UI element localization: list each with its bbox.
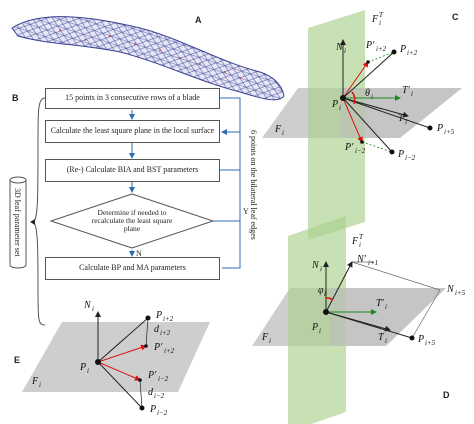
svg-text:i−2: i−2 — [157, 409, 168, 417]
flow-step-1: 15 points in 3 consecutive rows of a bla… — [45, 88, 220, 109]
panel-c-letter: C — [452, 12, 459, 22]
svg-text:P: P — [331, 99, 338, 110]
svg-text:P′: P′ — [344, 142, 354, 153]
svg-text:i−2: i−2 — [154, 392, 165, 400]
svg-text:i: i — [320, 265, 322, 273]
svg-text:i+2: i+2 — [160, 329, 171, 337]
svg-text:i: i — [324, 290, 326, 298]
svg-text:T′: T′ — [402, 85, 411, 96]
svg-text:i−2: i−2 — [158, 375, 169, 383]
svg-text:P′: P′ — [153, 342, 163, 353]
svg-text:d: d — [154, 324, 160, 335]
svg-text:F: F — [261, 332, 269, 343]
svg-text:F: F — [351, 236, 359, 247]
svg-text:i: i — [359, 241, 361, 249]
svg-text:T′: T′ — [376, 298, 385, 309]
svg-text:i+2: i+2 — [407, 49, 418, 57]
svg-text:T: T — [359, 233, 364, 241]
panel-b-letter: B — [12, 93, 19, 103]
svg-text:N: N — [446, 284, 455, 295]
c-Ni: N — [335, 42, 344, 53]
svg-text:P: P — [436, 123, 443, 134]
leaf-outline — [11, 16, 285, 101]
svg-text:i: i — [371, 93, 373, 101]
svg-text:F: F — [31, 376, 39, 387]
svg-text:i+1: i+1 — [368, 259, 378, 267]
decision-diamond — [49, 193, 215, 249]
svg-text:T: T — [379, 11, 384, 19]
panel-d-letter: D — [443, 390, 450, 400]
svg-text:P′: P′ — [147, 370, 157, 381]
leaf-parameter-cylinder — [9, 176, 27, 269]
svg-text:i: i — [282, 129, 284, 137]
svg-text:i+2: i+2 — [164, 347, 175, 355]
flow-side-right — [220, 97, 241, 269]
transverse-plane-c — [308, 10, 365, 240]
flow-decision-text: Determine if needed to recalculate the l… — [91, 208, 173, 233]
svg-text:P: P — [417, 334, 424, 345]
svg-text:i: i — [385, 337, 387, 345]
c-FiT: F — [371, 14, 379, 25]
svg-text:i−2: i−2 — [355, 147, 366, 155]
panel-e-letter: E — [14, 355, 21, 365]
svg-text:i: i — [269, 337, 271, 345]
svg-text:P: P — [79, 362, 86, 373]
svg-text:N′: N′ — [356, 254, 367, 265]
svg-text:i+5: i+5 — [425, 339, 436, 347]
svg-text:P: P — [311, 322, 318, 333]
flow-step-3: (Re-) Calculate BIA and BST parameters — [45, 159, 220, 182]
svg-text:φ: φ — [318, 285, 324, 296]
svg-text:θ: θ — [365, 88, 370, 99]
svg-text:d: d — [148, 387, 154, 398]
svg-text:i: i — [411, 90, 413, 98]
svg-text:P: P — [155, 310, 162, 321]
tangent-plane-c-front — [340, 88, 462, 138]
svg-text:P: P — [399, 44, 406, 55]
svg-text:i: i — [339, 104, 341, 112]
svg-text:i: i — [344, 47, 346, 55]
svg-text:N: N — [311, 260, 320, 271]
svg-text:P′: P′ — [365, 40, 375, 51]
leaf-mesh-points — [59, 29, 241, 79]
svg-text:i: i — [379, 19, 381, 27]
svg-text:T: T — [398, 113, 405, 124]
yes-label: Y — [243, 207, 249, 216]
svg-text:i+5: i+5 — [444, 128, 455, 136]
no-label: N — [136, 249, 142, 258]
svg-text:i: i — [319, 327, 321, 335]
flow-step-2: Calculate the least square plane in the … — [45, 120, 220, 143]
svg-text:N: N — [83, 300, 92, 311]
left-pointer — [30, 219, 35, 225]
svg-text:T: T — [378, 332, 385, 343]
svg-text:i: i — [385, 303, 387, 311]
flow-step-4: Calculate BP and MA parameters — [45, 257, 220, 280]
svg-text:i: i — [405, 118, 407, 126]
svg-text:i+2: i+2 — [376, 45, 387, 53]
svg-text:i: i — [87, 367, 89, 375]
svg-text:F: F — [274, 124, 282, 135]
right-side-label: 6 points on the bilateral leaf edges — [249, 130, 258, 240]
svg-text:i: i — [92, 305, 94, 313]
svg-text:i+2: i+2 — [163, 315, 174, 323]
svg-text:i: i — [39, 381, 41, 389]
svg-text:P: P — [149, 404, 156, 415]
panel-a-letter: A — [195, 15, 202, 25]
svg-text:i+5: i+5 — [455, 289, 466, 297]
svg-text:i−2: i−2 — [405, 154, 416, 162]
cylinder-label: 3D leaf parameter set — [13, 188, 22, 257]
svg-text:P: P — [397, 149, 404, 160]
